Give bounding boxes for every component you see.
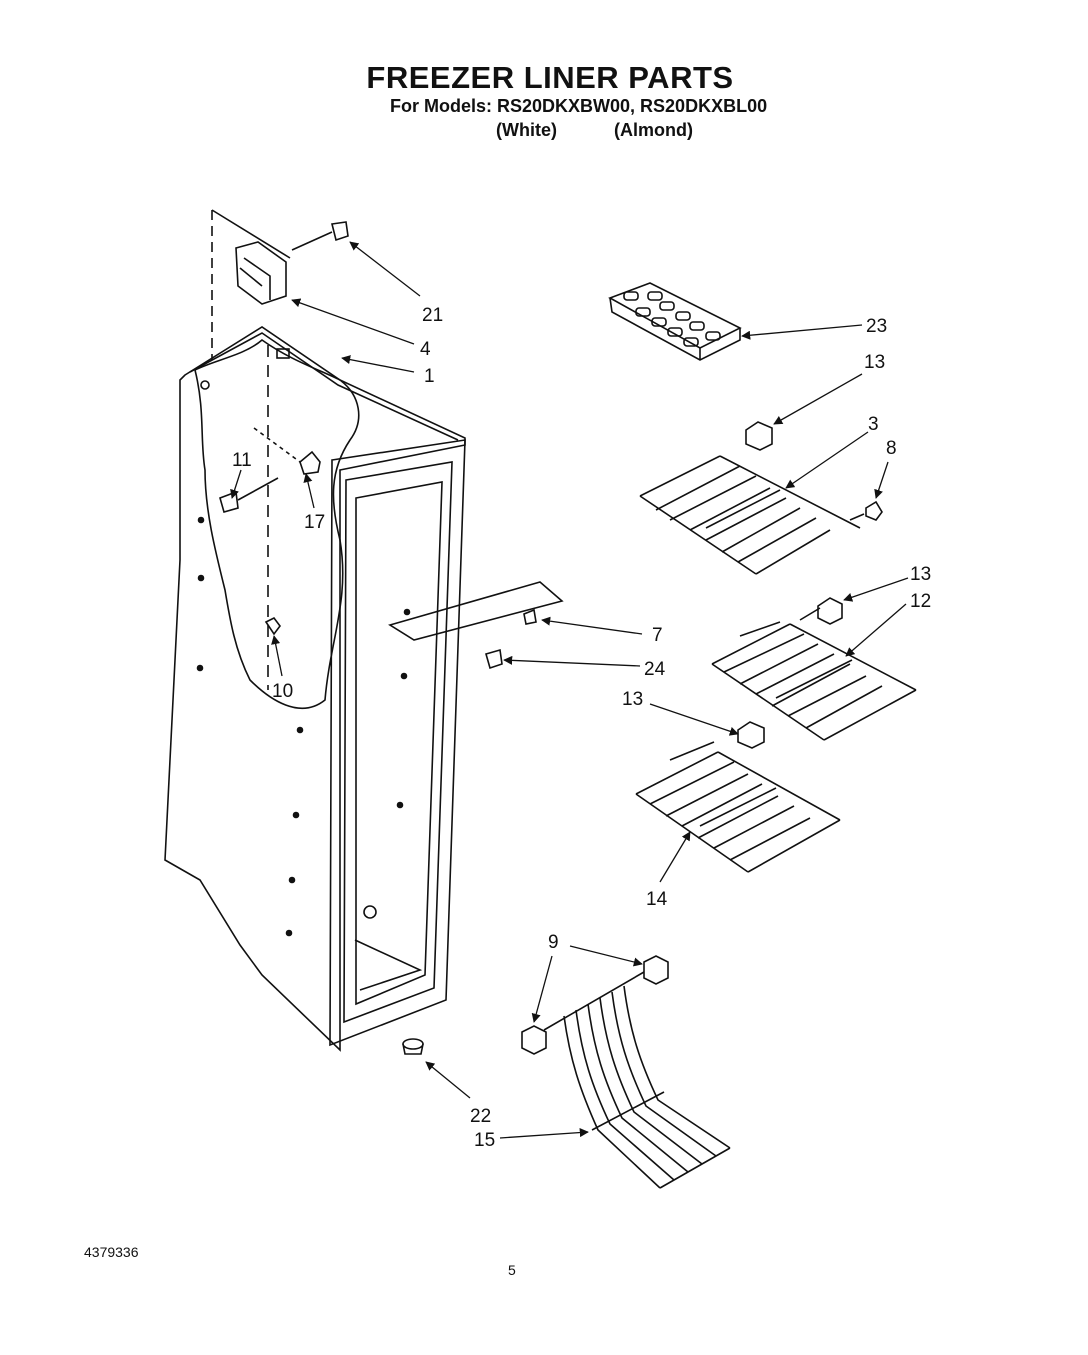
callout-15: 15	[474, 1130, 495, 1151]
freezer-liner	[164, 209, 564, 1052]
document-number: 4379336	[84, 1244, 139, 1260]
callout-14: 14	[646, 889, 668, 910]
callout-17: 17	[304, 512, 325, 533]
callout-9: 9	[548, 932, 559, 953]
callout-10: 10	[272, 681, 293, 702]
callout-12: 12	[910, 591, 931, 612]
variant-white: (White)	[496, 120, 557, 140]
callout-labels: 21 4 1 23 13 3 8 11 17 13 12 7 24 10 13 …	[232, 305, 931, 1151]
callout-7: 7	[652, 625, 663, 646]
clip-part-17	[253, 427, 321, 475]
callout-4: 4	[420, 339, 431, 360]
callout-8: 8	[886, 438, 897, 459]
wire-shelf-part-12	[711, 607, 917, 741]
screw-part-21	[291, 221, 349, 251]
page-title: FREEZER LINER PARTS	[366, 60, 734, 95]
callout-1: 1	[424, 366, 435, 387]
ice-tray-part-23	[608, 282, 742, 361]
shelf-support-part-8	[865, 500, 883, 521]
clip-part-11	[219, 477, 279, 513]
callout-22: 22	[470, 1106, 491, 1127]
callout-13-top: 13	[864, 352, 885, 373]
clip-part-10	[264, 616, 281, 636]
shelf-support-part-13-top	[745, 421, 773, 451]
callout-21: 21	[422, 305, 443, 326]
bracket-part-4	[235, 241, 287, 305]
shelf-support-part-9-right	[643, 955, 669, 985]
wire-shelf-part-15	[543, 971, 731, 1189]
clip-part-7	[523, 608, 537, 625]
wire-shelf-part-3	[639, 455, 865, 575]
models-line: For Models: RS20DKXBW00, RS20DKXBL00	[390, 96, 768, 116]
callout-13-bottom: 13	[622, 689, 643, 710]
callout-13-middle: 13	[910, 564, 931, 585]
variant-almond: (Almond)	[614, 120, 693, 140]
shelf-support-part-9-left	[521, 1025, 547, 1055]
leader-lines	[230, 241, 909, 1139]
callout-23: 23	[866, 316, 887, 337]
callout-3: 3	[868, 414, 879, 435]
clip-part-24	[485, 648, 503, 670]
callout-11: 11	[232, 450, 252, 471]
wire-shelf-part-14	[635, 741, 841, 873]
page-number: 5	[508, 1262, 516, 1278]
shelf-support-part-13-middle	[817, 597, 843, 625]
callout-24: 24	[644, 659, 666, 680]
cap-part-22	[402, 1038, 424, 1055]
shelf-support-part-13-bottom	[737, 721, 765, 749]
